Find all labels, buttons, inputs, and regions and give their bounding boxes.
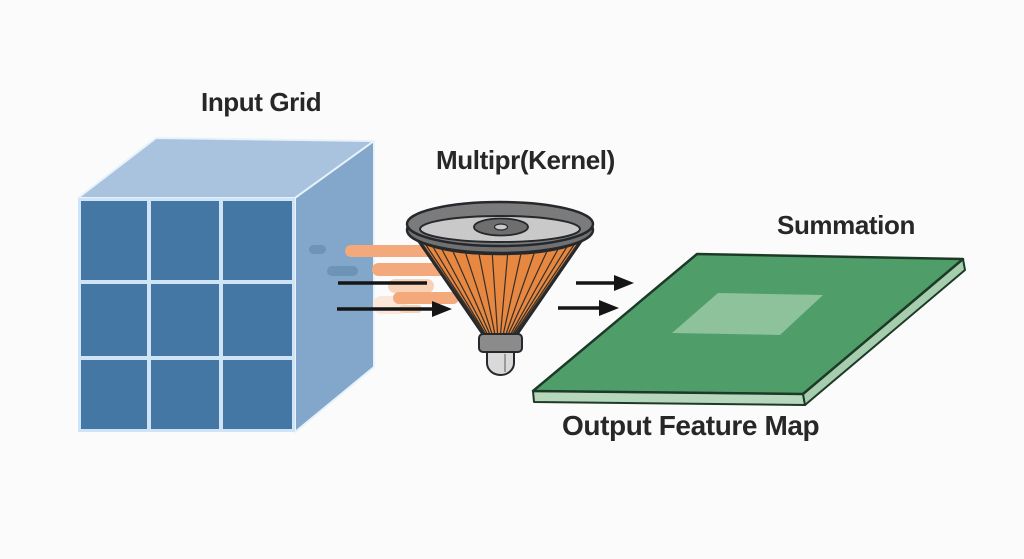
grid-cell [81, 360, 147, 429]
arrows-input-to-kernel [337, 281, 452, 317]
motion-streak [393, 292, 459, 304]
grid-cell [151, 284, 219, 356]
arrow-head [599, 300, 619, 316]
arrow-head [432, 301, 452, 317]
grid-cell [81, 201, 147, 280]
kernel-funnel [405, 200, 595, 376]
input-grid-label: Input Grid [201, 87, 322, 117]
grid-cell [223, 201, 292, 280]
grid-cell [151, 360, 219, 429]
funnel-spout [486, 351, 515, 376]
motion-streak [345, 245, 433, 257]
plate-highlight-patch [672, 293, 823, 335]
grid-cell [151, 201, 219, 280]
motion-streak [372, 263, 452, 276]
output-feature-map-label: Output Feature Map [562, 410, 820, 441]
grid-cell [223, 284, 292, 356]
input-grid-cube [77, 137, 375, 433]
cube-face-pill [327, 266, 358, 276]
summation-label: Summation [777, 210, 915, 240]
arrow-head [614, 275, 634, 291]
funnel-collar [478, 333, 523, 353]
funnel-hub-hole [493, 223, 509, 231]
cube-grid-cells [81, 201, 292, 429]
grid-cell [81, 284, 147, 356]
grid-cell [223, 360, 292, 429]
arrows-kernel-to-output [558, 275, 634, 316]
funnel-ribs [416, 235, 584, 341]
cube-face-pill [309, 245, 326, 254]
output-feature-map-plate [531, 252, 966, 406]
motion-streak [388, 279, 434, 293]
kernel-label: Multipr(Kernel) [436, 145, 615, 175]
